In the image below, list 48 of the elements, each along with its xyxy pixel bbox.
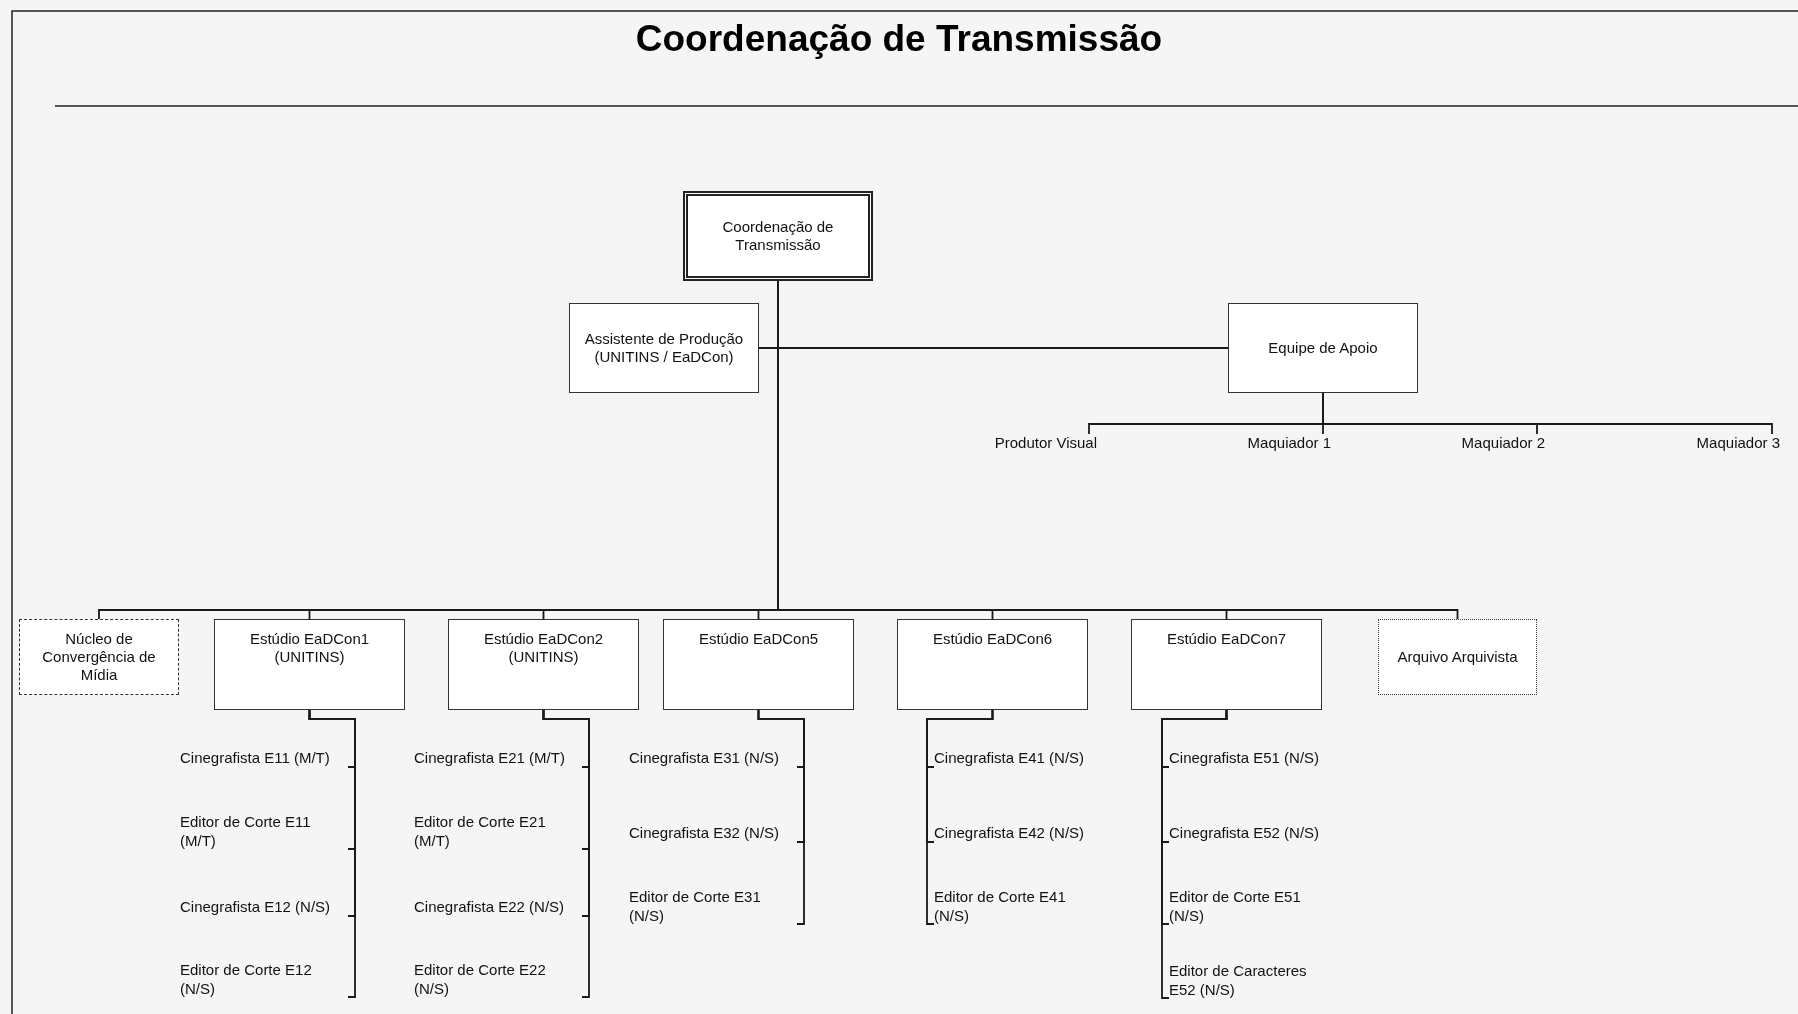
- org-box: [897, 619, 1088, 710]
- role-label: Maquiador 3: [1630, 434, 1780, 454]
- role-label: Editor de Corte E11 (M/T): [180, 813, 348, 851]
- box-label: Estúdio EaDCon2 (UNITINS): [482, 630, 605, 666]
- role-label: Cinegrafista E11 (M/T): [180, 749, 348, 769]
- org-box: [214, 619, 405, 710]
- role-label: Cinegrafista E32 (N/S): [629, 824, 797, 844]
- connector-line: [757, 709, 805, 925]
- role-label: Editor de Corte E12 (N/S): [180, 961, 348, 999]
- role-label: Cinegrafista E12 (N/S): [180, 898, 348, 918]
- role-label: Maquiador 2: [1395, 434, 1545, 454]
- box-label: Estúdio EaDCon1 (UNITINS): [248, 630, 371, 666]
- diagram-title: Coordenação de Transmissão: [635, 18, 1163, 60]
- connector-line: [308, 709, 356, 998]
- connector-line: [542, 709, 590, 998]
- role-label: Cinegrafista E31 (N/S): [629, 749, 797, 769]
- role-label: Editor de Corte E22 (N/S): [414, 961, 582, 999]
- box-label: Arquivo Arquivista: [1397, 648, 1518, 666]
- org-box: [1228, 303, 1418, 393]
- role-label: Cinegrafista E52 (N/S): [1169, 824, 1337, 844]
- box-label: Estúdio EaDCon5: [698, 630, 819, 648]
- box-label: Assistente de Produção (UNITINS / EaDCon): [583, 330, 745, 366]
- org-box: [569, 303, 759, 393]
- box-label: Equipe de Apoio: [1268, 339, 1378, 357]
- connector-line: [1161, 709, 1228, 999]
- role-label: Editor de Corte E51 (N/S): [1169, 888, 1337, 926]
- org-box: [448, 619, 639, 710]
- org-box: [663, 619, 854, 710]
- box-label: Estúdio EaDCon6: [932, 630, 1053, 648]
- org-box: [19, 619, 179, 695]
- role-label: Cinegrafista E42 (N/S): [934, 824, 1102, 844]
- role-label: Cinegrafista E51 (N/S): [1169, 749, 1337, 769]
- box-label: Núcleo de Convergência de Mídia: [41, 630, 157, 684]
- role-label: Cinegrafista E41 (N/S): [934, 749, 1102, 769]
- box-label: Coordenação de Transmissão: [721, 218, 835, 254]
- org-box: [1131, 619, 1322, 710]
- org-box: [1378, 619, 1537, 695]
- role-label: Produtor Visual: [947, 434, 1097, 454]
- org-box: [683, 191, 873, 281]
- box-label: Estúdio EaDCon7: [1166, 630, 1287, 648]
- role-label: Cinegrafista E21 (M/T): [414, 749, 582, 769]
- role-label: Editor de Caracteres E52 (N/S): [1169, 962, 1337, 1000]
- connector-line: [926, 709, 994, 925]
- role-label: Editor de Corte E31 (N/S): [629, 888, 797, 926]
- role-label: Editor de Corte E41 (N/S): [934, 888, 1102, 926]
- role-label: Maquiador 1: [1181, 434, 1331, 454]
- role-label: Cinegrafista E22 (N/S): [414, 898, 582, 918]
- role-label: Editor de Corte E21 (M/T): [414, 813, 582, 851]
